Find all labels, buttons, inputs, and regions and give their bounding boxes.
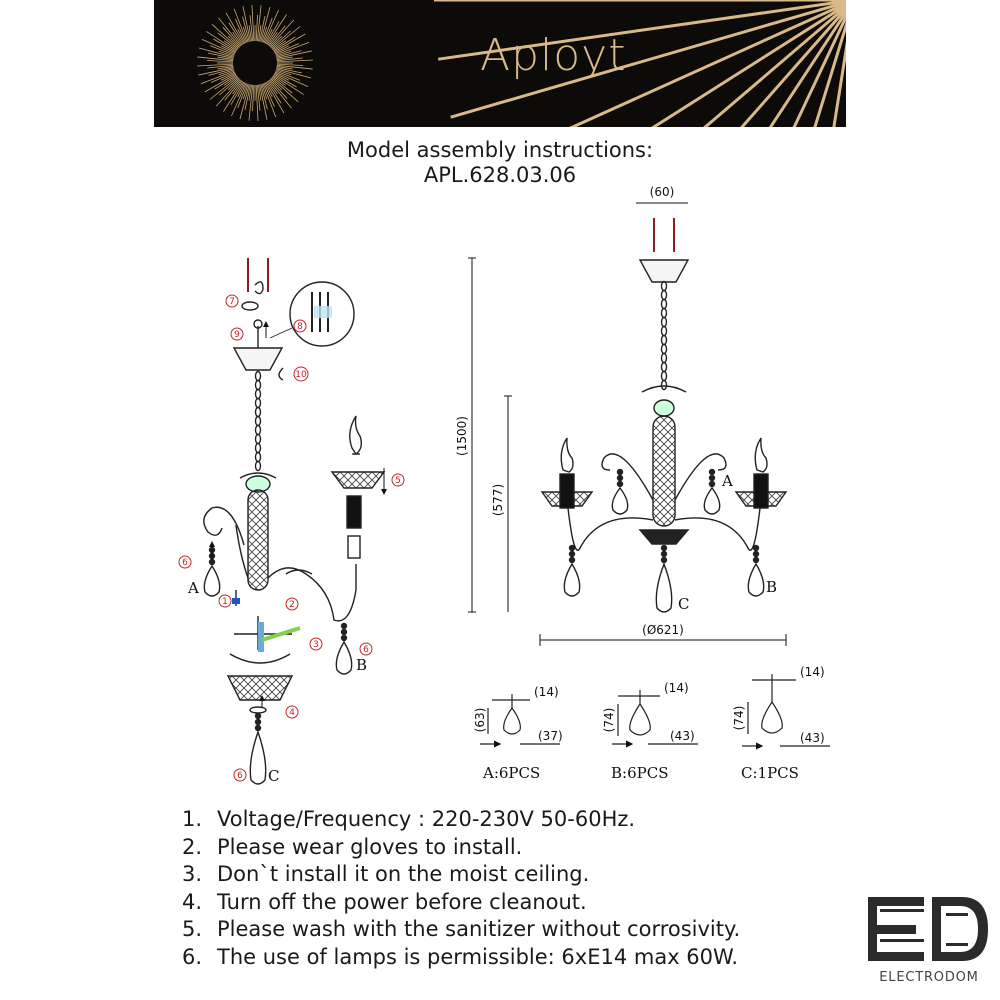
pendant-details: (14) (63) (37) A:6PCS (14) (74) (43) B:6… [473,665,830,782]
pendant-count-a: A:6PCS [482,764,540,782]
svg-text:6: 6 [182,558,188,568]
step-marker: 6 [359,642,373,656]
pendant-letter-a-right: A [721,472,733,490]
svg-text:5: 5 [395,476,401,486]
pendant-letter-b: B [356,656,367,674]
instruction-item: 3.Don`t install it on the moist ceiling. [182,862,590,886]
svg-text:(37): (37) [538,729,563,743]
pendant-letter-a: A [187,579,199,597]
svg-text:(14): (14) [534,685,559,699]
step-marker: 2 [285,597,299,611]
step-marker: 6 [233,768,247,782]
svg-text:4: 4 [289,708,295,718]
header-banner: Aployt [154,0,846,127]
svg-text:(74): (74) [732,706,746,731]
instruction-item: 1.Voltage/Frequency : 220-230V 50-60Hz. [182,807,636,831]
svg-text:(14): (14) [664,681,689,695]
sunburst-decoration [197,0,846,127]
dim-total-height: (1500) [455,416,469,456]
svg-text:(74): (74) [602,708,616,733]
step-marker: 9 [230,327,244,341]
instruction-item: 4.Turn off the power before cleanout. [182,889,587,914]
brand-logo: Aployt [480,30,627,81]
step-marker: 4 [285,705,299,719]
model-number: APL.628.03.06 [423,163,577,187]
step-marker: 7 [225,294,239,308]
assembled-view [468,202,788,646]
step-marker: 1 [218,594,232,608]
svg-text:10: 10 [295,370,307,380]
svg-text:1: 1 [222,597,228,607]
electrodom-logo-mark [868,897,988,961]
svg-text:(43): (43) [670,729,695,743]
step-marker: 3 [309,637,323,651]
svg-text:(43): (43) [800,731,825,745]
svg-text:7: 7 [229,297,235,307]
assembly-diagram: 1 2 3 4 5 6 6 6 7 8 9 10 A B C [178,185,830,785]
step-markers: 1 2 3 4 5 6 6 6 7 8 9 10 [178,294,405,782]
dim-diameter: (Ø621) [642,623,684,637]
pendant-letter-c-right: C [678,595,689,613]
pendant-letter-c: C [268,767,279,785]
svg-text:9: 9 [234,330,240,340]
svg-text:(14): (14) [800,665,825,679]
exploded-view [203,258,387,785]
step-marker: 10 [293,366,309,382]
pendant-count-b: B:6PCS [611,764,668,782]
step-marker: 8 [293,319,307,333]
dim-body-height: (577) [491,484,505,516]
electrodom-logo-text: ELECTRODOM [879,970,979,985]
dim-top-width: (60) [650,185,675,199]
svg-text:2: 2 [289,600,295,610]
svg-text:(63): (63) [473,708,487,733]
pendant-letter-b-right: B [766,578,777,596]
step-marker: 5 [391,473,405,487]
pendant-count-c: C:1PCS [741,764,799,782]
svg-text:8: 8 [297,322,303,332]
instruction-item: 2.Please wear gloves to install. [182,834,523,859]
pendant-detail-c: (14) (74) (43) C:1PCS [732,665,830,782]
svg-text:6: 6 [363,645,369,655]
pendant-detail-b: (14) (74) (43) B:6PCS [602,681,698,782]
instructions-list: 1.Voltage/Frequency : 220-230V 50-60Hz. … [182,806,740,971]
svg-text:6: 6 [237,771,243,781]
pendant-detail-a: (14) (63) (37) A:6PCS [473,685,563,782]
svg-text:3: 3 [313,640,319,650]
page-title: Model assembly instructions: [346,138,654,162]
instruction-item: 6.The use of lamps is permissible: 6xE14… [182,944,739,969]
instruction-item: 5.Please wash with the sanitizer without… [182,917,741,941]
step-marker: 6 [178,555,192,569]
